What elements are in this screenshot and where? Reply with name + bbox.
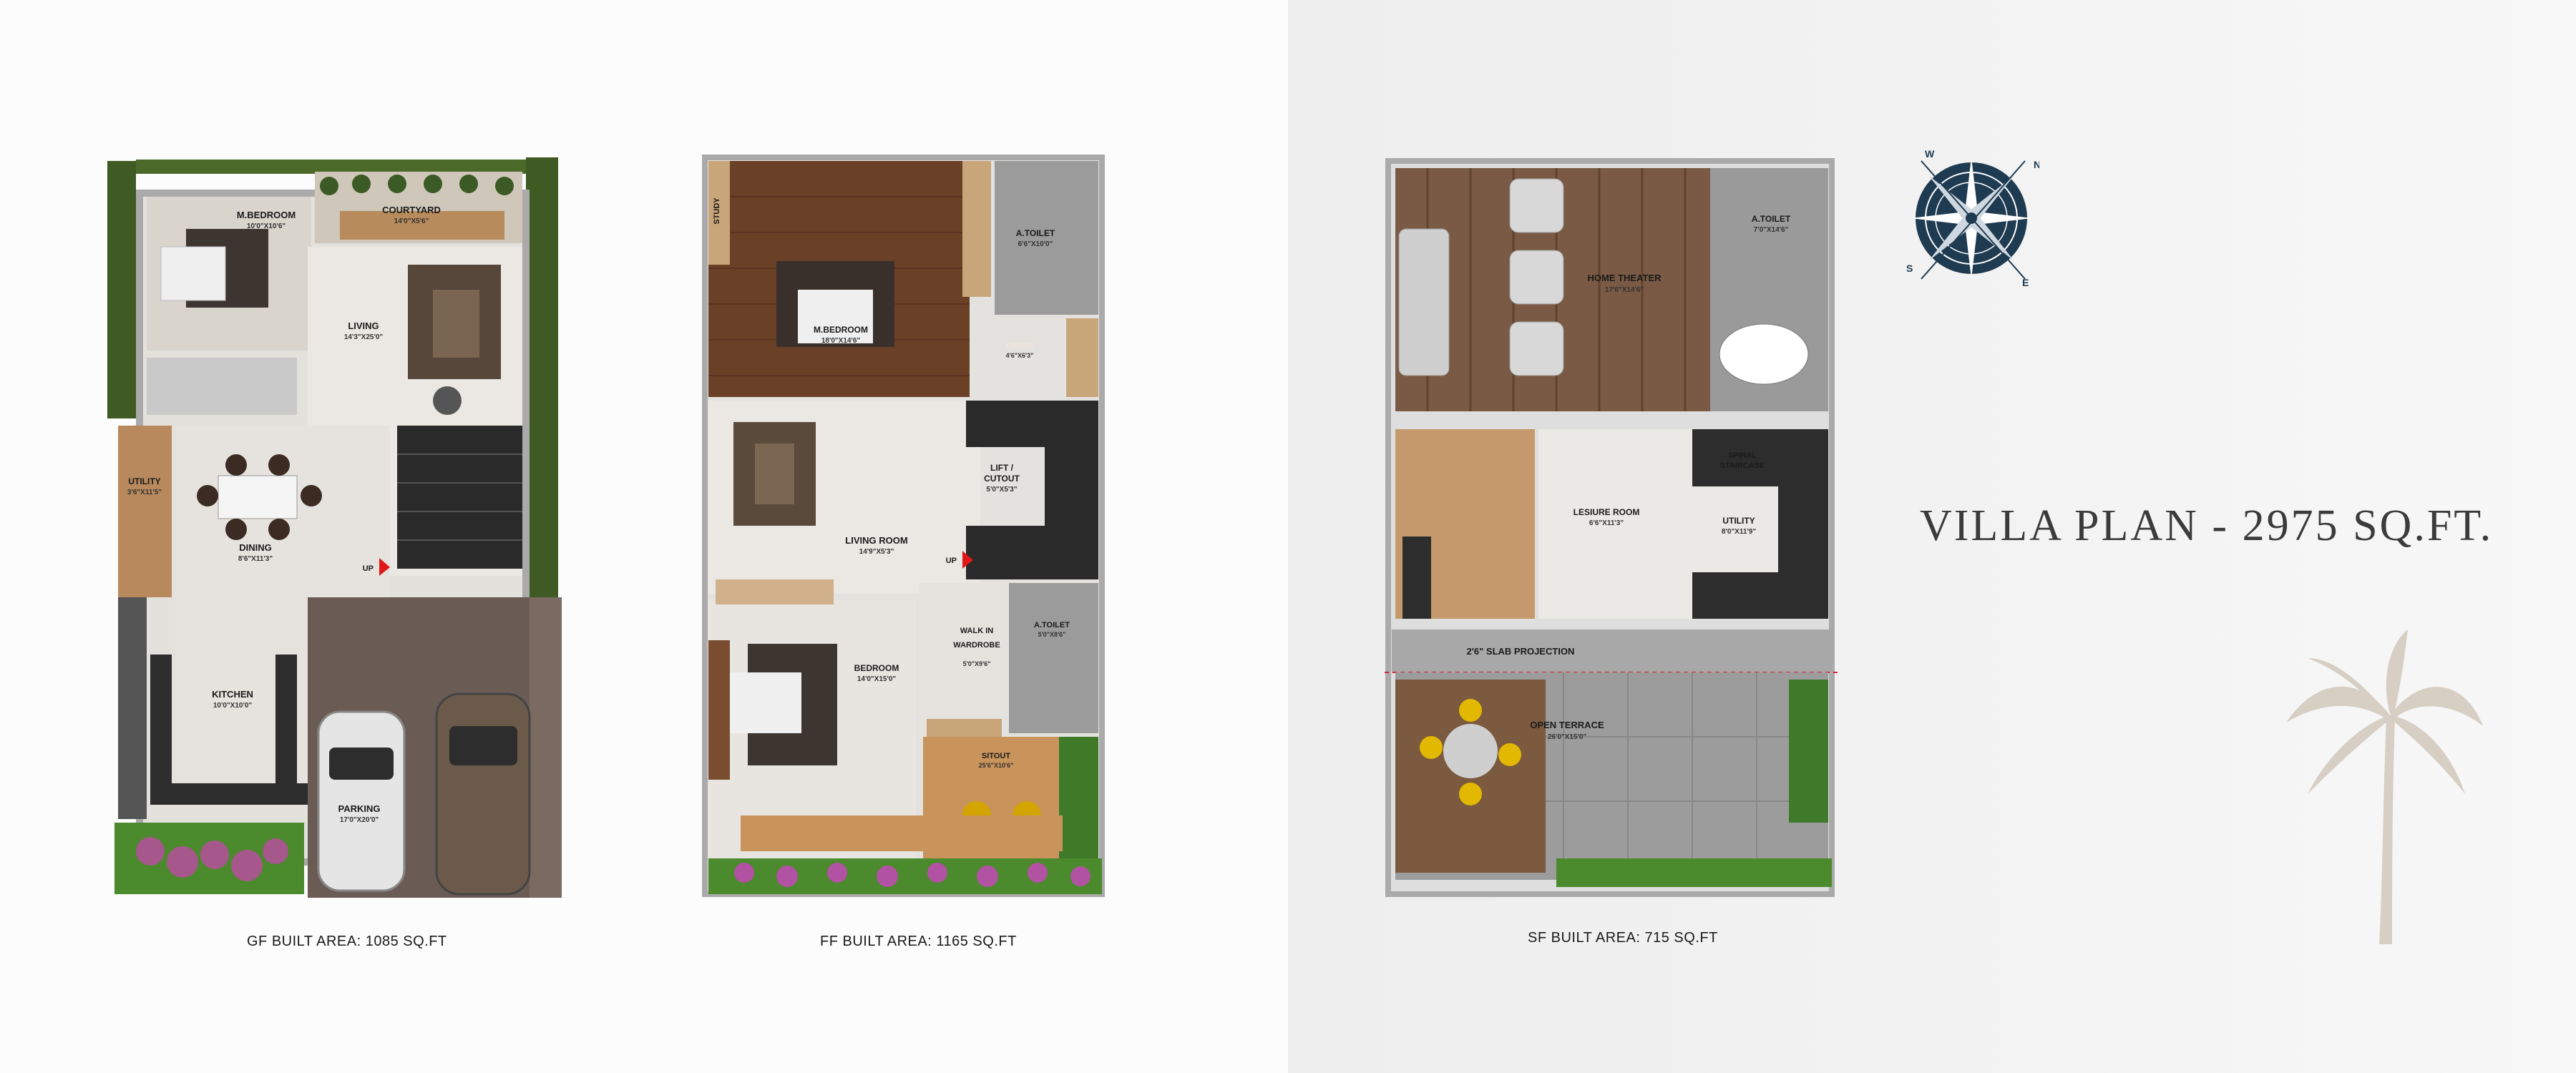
gf-court-label: COURTYARD [382, 205, 441, 215]
hedge-right [526, 157, 558, 601]
gf-built-area-caption: GF BUILT AREA: 1085 SQ.FT [247, 934, 447, 949]
sf-theater-label: HOME THEATER [1587, 273, 1662, 283]
ff-walkin-dim: 5'0"X9'6" [963, 660, 991, 667]
ground-floor-plan: M.BEDROOM 10'0"X10'6" COURTYARD 14'0"X5'… [107, 154, 565, 901]
gf-utility-label: UTILITY [128, 476, 160, 486]
ff-walkin-label: WALK IN [960, 627, 993, 635]
ff-walk-in-wardrobe [919, 583, 1002, 740]
sf-built-area-caption: SF BUILT AREA: 715 SQ.FT [1528, 930, 1718, 946]
gf-living-dim: 14'3"X25'0" [344, 333, 384, 341]
ff-lift-dim: 5'0"X5'3" [986, 486, 1017, 494]
ff-living-label: LIVING ROOM [845, 535, 907, 546]
gf-staircase [397, 426, 522, 569]
sf-toilet-dim: 7'0"X14'6" [1754, 226, 1789, 234]
ff-dress-dim: 4'6"X6'3" [1006, 352, 1034, 359]
sf-leisure-label: LESIURE ROOM [1574, 507, 1640, 517]
ff-mbed-dim: 18'0"X14'6" [821, 337, 861, 345]
ff-toilet-2 [1009, 583, 1098, 733]
ff-toilet2-dim: 5'0"X8'6" [1038, 631, 1066, 638]
sf-slab-label: 2'6" SLAB PROJECTION [1467, 646, 1575, 657]
car-white [317, 710, 406, 892]
gf-utility-dim: 3'6"X11'5" [127, 489, 162, 496]
sf-utility-dim: 8'0"X11'9" [1722, 528, 1756, 536]
sf-terrace-label: OPEN TERRACE [1530, 720, 1604, 730]
gf-court-dim: 14'0"X5'6" [394, 217, 429, 225]
ff-sitout-label: SITOUT [982, 752, 1010, 760]
up-arrow-icon [379, 558, 390, 576]
gf-up-label: UP [363, 564, 374, 573]
ff-lift-label-2: CUTOUT [984, 474, 1020, 484]
kitchen-counter [150, 655, 172, 805]
sf-leisure-dim: 6'6"X11'3" [1589, 519, 1624, 527]
sf-utility [1692, 486, 1778, 572]
gf-dining-label: DINING [239, 542, 272, 553]
gf-dining-dim: 8'6"X11'3" [238, 555, 273, 563]
ff-toilet-1 [995, 161, 1098, 315]
ff-up-arrow-icon [962, 551, 973, 569]
sf-spiral-label-2: STAIRCASE [1720, 461, 1765, 470]
ff-toilet1-label: A.TOILET [1016, 228, 1055, 238]
page-title: VILLA PLAN - 2975 SQ.FT. [1920, 501, 2494, 550]
sf-leisure-room [1538, 429, 1692, 619]
sf-terrace-dim: 26'0"X15'0" [1548, 733, 1587, 741]
gf-kitchen-label: KITCHEN [212, 689, 253, 700]
ff-built-area-caption: FF BUILT AREA: 1165 SQ.FT [820, 934, 1017, 949]
sf-toilet-label: A.TOILET [1752, 214, 1791, 224]
compass-rose-icon: W N S E [1896, 143, 2039, 293]
ff-mbed-label: M.BEDROOM [814, 325, 868, 335]
ff-dress-label: DRESS [1006, 342, 1033, 351]
ff-living-dim: 14'9"X5'3" [859, 548, 894, 556]
gf-living-label: LIVING [348, 320, 379, 331]
sf-theater-dim: 17'6"X14'6" [1605, 286, 1644, 294]
compass-w: W [1925, 148, 1935, 160]
sf-slab-projection [1392, 629, 1832, 672]
gf-parking-dim: 17'0"X20'0" [340, 816, 379, 824]
ff-bedroom-label: BEDROOM [854, 663, 899, 673]
ff-toilet1-dim: 6'6"X10'0" [1018, 240, 1053, 248]
palm-tree-icon [2279, 629, 2487, 951]
sf-spiral-label: SPIRAL [1728, 451, 1757, 460]
sf-spiral-staircase [1692, 429, 1828, 486]
compass-s: S [1906, 263, 1913, 274]
ff-toilet2-label: A.TOILET [1034, 621, 1070, 629]
gf-kitchen-dim: 10'0"X10'0" [213, 702, 253, 710]
ff-up-label: UP [946, 557, 957, 565]
ff-bedroom-dim: 14'0"X15'0" [857, 675, 897, 683]
sf-utility-label: UTILITY [1722, 516, 1755, 526]
second-floor-plan: HOME THEATER 17'6"X14'6" A.TOILET 7'0"X1… [1385, 157, 1839, 901]
gf-utility [118, 426, 172, 597]
compass-e: E [2022, 277, 2029, 288]
hedge-left [107, 161, 136, 418]
gf-parking-label: PARKING [338, 803, 381, 814]
ff-study-label: STUDY [713, 197, 721, 225]
ff-lift-label: LIFT / [990, 463, 1014, 473]
gf-mbed-label: M.BEDROOM [237, 210, 296, 220]
car-brown [435, 692, 531, 896]
ff-sitout-dim: 25'6"X10'6" [979, 762, 1014, 769]
first-floor-plan: STUDY A.TOILET 6'6"X10'0" M.BEDROOM 18'0… [701, 154, 1109, 901]
gf-bath [147, 358, 297, 415]
ff-walkin-label-2: WARDROBE [953, 641, 1000, 650]
gf-mbed-dim: 10'0"X10'6" [247, 222, 286, 230]
sf-garden [1556, 858, 1832, 887]
compass-n: N [2034, 159, 2039, 170]
